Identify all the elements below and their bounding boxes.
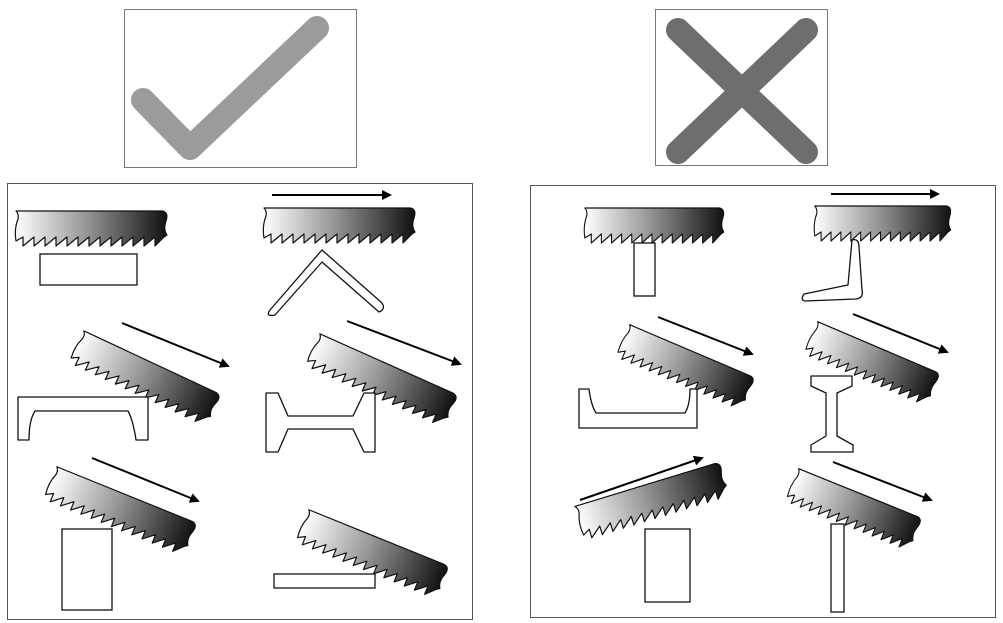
direction-arrow [579, 455, 704, 501]
correct-panel [7, 183, 473, 620]
correct-item-angle [262, 190, 416, 317]
incorrect-panel [530, 185, 996, 618]
rectangle-profile [61, 528, 113, 611]
saw-blade [813, 205, 952, 242]
correct-item-channel [17, 322, 230, 441]
incorrect-item-l-angle [801, 189, 952, 302]
incorrect-item-channel [578, 316, 756, 429]
incorrect-item-thin-bar [784, 461, 933, 613]
direction-arrow [657, 316, 754, 356]
correct-item-rectangle [42, 457, 200, 611]
i-beam-profile [265, 392, 376, 453]
i-beam-profile [810, 375, 854, 453]
angle-profile [267, 249, 385, 317]
correct-item-thin-bar [273, 508, 450, 600]
cross-icon [666, 18, 818, 164]
direction-arrow [852, 313, 949, 354]
correct-item-i-beam [265, 320, 462, 453]
direction-arrow [121, 322, 230, 368]
direction-arrow [91, 457, 200, 503]
thin-bar-profile [830, 523, 845, 613]
correct-indicator [124, 9, 357, 168]
incorrect-indicator [655, 9, 828, 166]
bar-on-edge-profile [633, 242, 656, 297]
saw-blade [262, 207, 416, 244]
incorrect-item-bar-on-edge [583, 207, 725, 297]
channel-profile [17, 396, 149, 441]
incorrect-item-i-beam [802, 313, 949, 453]
rectangle-profile [644, 528, 691, 603]
checkmark-icon [131, 16, 329, 160]
correct-item-flat-bar [14, 210, 168, 286]
direction-arrow [832, 461, 933, 502]
incorrect-item-rectangle [573, 455, 731, 603]
direction-arrow [346, 320, 462, 366]
channel-profile [578, 388, 698, 429]
saw-blade [14, 210, 168, 247]
flat-bar-profile [39, 253, 138, 286]
saw-blade [583, 207, 725, 244]
thin-bar-profile [273, 573, 376, 589]
l-angle-profile [801, 239, 864, 302]
